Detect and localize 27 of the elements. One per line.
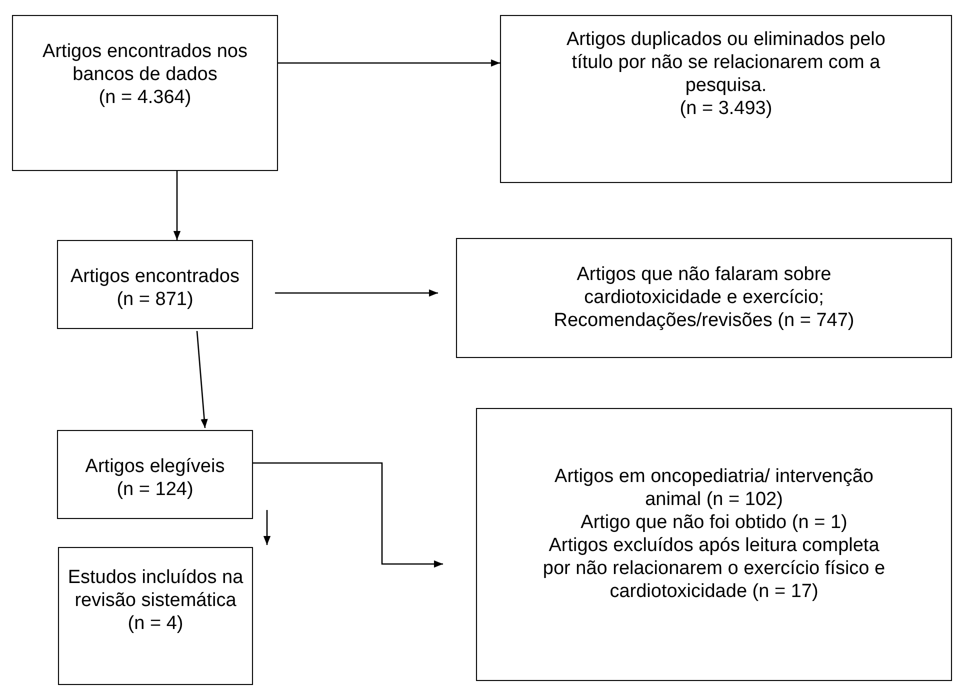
arrow xyxy=(263,510,271,545)
box-text: Artigos elegíveis xyxy=(85,455,225,478)
box-text: Artigos que não falaram sobre cardiotoxicidade e exercício; Recomendações/revisões (n = 747) xyxy=(552,263,856,332)
box-text: (n = 3.493) xyxy=(680,97,772,120)
process-box xyxy=(57,240,253,329)
box-text: Artigos duplicados ou eliminados pelo título por não se relacionarem com a pesquisa. xyxy=(566,28,886,97)
box-text: Artigos encontrados xyxy=(70,265,240,288)
box-text: Artigo que não foi obtido (n = 1) xyxy=(580,511,848,534)
arrow xyxy=(278,59,500,67)
box-text: Estudos incluídos na revisão sistemática xyxy=(67,566,244,612)
box-text: (n = 871) xyxy=(116,288,194,311)
arrow xyxy=(253,462,443,568)
box-text: (n = 4.364) xyxy=(98,86,192,109)
box-text: Artigos em oncopediatria/ intervenção animal (n = 102) xyxy=(554,465,874,511)
process-box xyxy=(58,547,253,685)
box-text: (n = 124) xyxy=(116,478,194,501)
process-box xyxy=(57,430,253,519)
box-text: Artigos excluídos após leitura completa por não relacionarem o exercício físico e cardiotoxicidade (n = 17) xyxy=(542,534,886,603)
process-box xyxy=(456,238,952,358)
arrow xyxy=(173,171,181,240)
arrow xyxy=(196,330,208,428)
process-box xyxy=(12,15,278,171)
arrow xyxy=(275,289,438,297)
process-box xyxy=(476,408,952,681)
process-box xyxy=(500,15,952,183)
box-text: (n = 4) xyxy=(128,612,184,635)
box-text: Artigos encontrados nos bancos de dados xyxy=(42,40,248,86)
